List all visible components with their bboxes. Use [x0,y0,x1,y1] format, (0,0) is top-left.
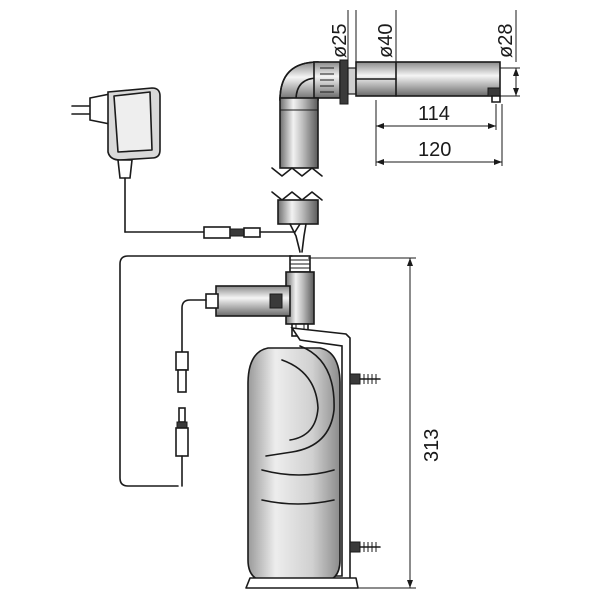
dimension-label-313: 313 [421,429,443,462]
sensor-cable [119,255,293,487]
soap-bottle [245,345,359,589]
dimension-label-d40: ø40 [375,24,397,58]
dimension-lines [308,10,520,589]
pipe-break-symbol [271,167,323,253]
solenoid-valve-assembly [205,255,315,337]
faucet-spout [279,59,501,169]
dimension-label-d28: ø28 [495,24,517,58]
dimension-label-d25: ø25 [329,24,351,58]
dimension-label-114: 114 [418,103,450,125]
dimension-label-120: 120 [418,139,451,161]
adapter-cable-connector [203,223,301,239]
power-adapter [71,87,206,233]
